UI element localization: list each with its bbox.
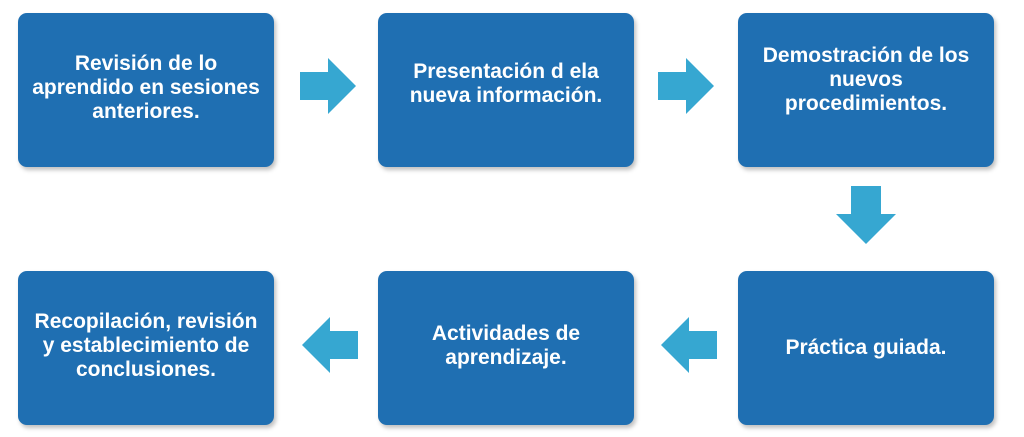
arrow-left-icon [302, 317, 358, 373]
step-label: Práctica guiada. [785, 336, 947, 359]
step-box-demonstration: Demostración de los nuevos procedimiento… [738, 13, 994, 167]
arrow-left-icon [661, 317, 717, 373]
arrow-right-icon [300, 58, 356, 114]
arrow-right-icon [658, 58, 714, 114]
step-box-conclusions: Recopilación, revisión y establecimiento… [18, 271, 274, 425]
step-label: Demostración de los nuevos procedimiento… [762, 44, 970, 115]
step-label: Recopilación, revisión y establecimiento… [34, 310, 258, 381]
step-label: Presentación d ela nueva información. [409, 60, 603, 107]
step-box-guided-practice: Práctica guiada. [738, 271, 994, 425]
step-box-learning-activities: Actividades de aprendizaje. [378, 271, 634, 425]
step-label: Revisión de lo aprendido en sesiones ant… [32, 52, 260, 123]
step-label: Actividades de aprendizaje. [431, 322, 581, 369]
step-box-review: Revisión de lo aprendido en sesiones ant… [18, 13, 274, 167]
arrow-down-icon [836, 186, 896, 244]
step-box-new-information: Presentación d ela nueva información. [378, 13, 634, 167]
